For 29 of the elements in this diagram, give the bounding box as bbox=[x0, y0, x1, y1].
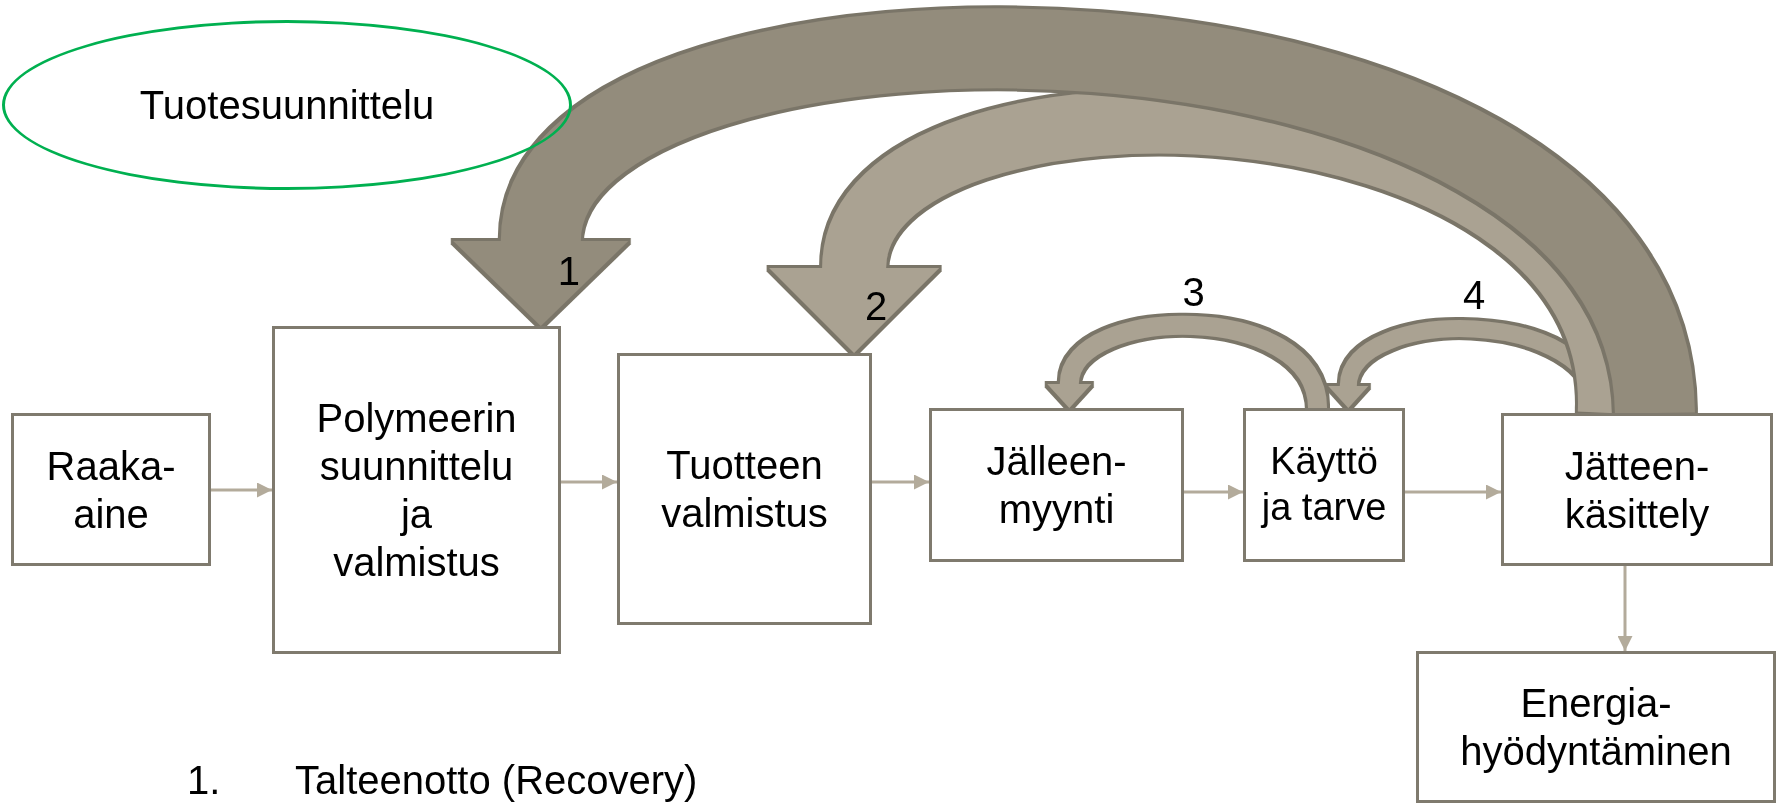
edge-label: 3 bbox=[1182, 271, 1205, 312]
arrow bbox=[872, 474, 929, 490]
arrow bbox=[1184, 484, 1243, 500]
node-text: Polymeerin suunnittelu ja valmistus bbox=[315, 395, 518, 586]
process-box bbox=[1501, 413, 1773, 566]
node-text: Jätteen- käsittely bbox=[1563, 442, 1711, 538]
arrow bbox=[1617, 566, 1633, 651]
node-text: Energia- hyödyntäminen bbox=[1459, 680, 1733, 775]
process-box bbox=[11, 413, 211, 566]
node-text: Tuotteen valmistus bbox=[660, 442, 829, 537]
arrow bbox=[561, 474, 617, 490]
node-text: Käyttö ja tarve bbox=[1259, 439, 1388, 530]
process-box bbox=[929, 408, 1184, 562]
process-box bbox=[272, 326, 561, 654]
list-item-text: Talteenotto (Recovery) bbox=[295, 758, 698, 803]
arrow bbox=[211, 482, 272, 498]
process-box bbox=[617, 353, 872, 625]
list-number: 1. bbox=[187, 758, 221, 803]
curved-block-arrow bbox=[1048, 316, 1327, 410]
edge-label: 4 bbox=[1463, 275, 1486, 315]
edge-label: 2 bbox=[865, 286, 888, 326]
node-text: Jälleen- myynti bbox=[985, 438, 1128, 533]
process-box bbox=[1243, 408, 1405, 562]
node-text: Raaka- aine bbox=[45, 442, 177, 538]
node-text: Tuotesuunnittelu bbox=[139, 82, 435, 129]
ellipse-node bbox=[2, 20, 572, 190]
edge-label: 1 bbox=[557, 251, 580, 291]
process-box bbox=[1416, 651, 1776, 803]
arrow bbox=[1405, 484, 1501, 500]
